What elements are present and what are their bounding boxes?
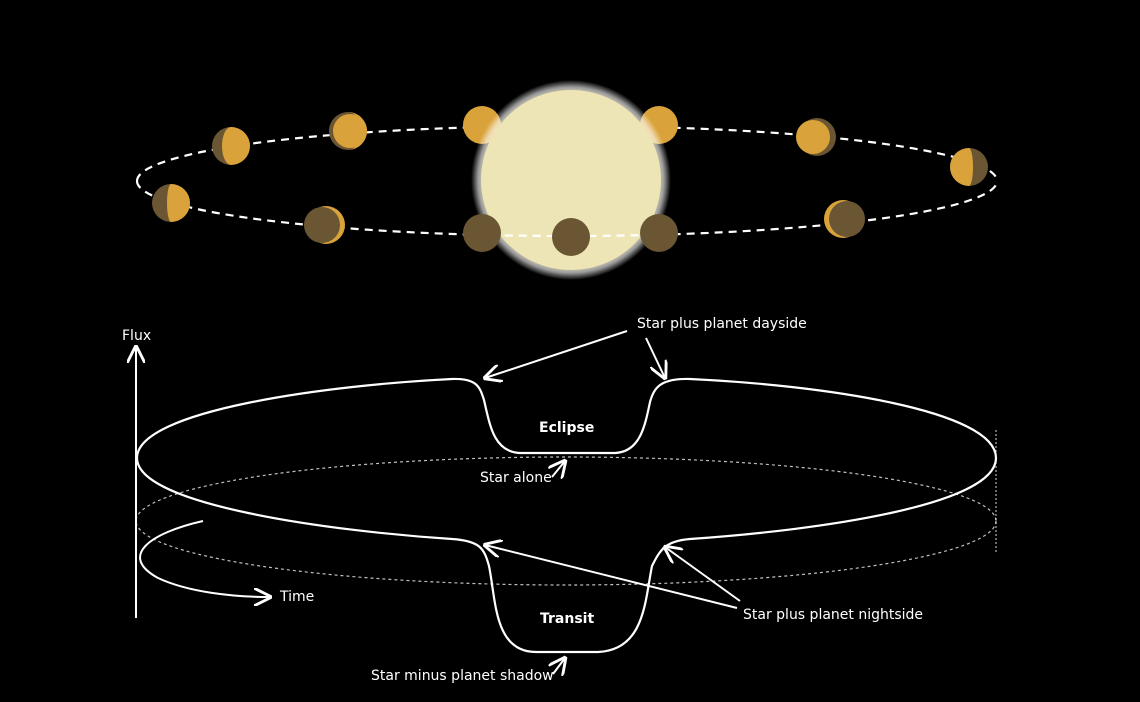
eclipse-label: Eclipse [539, 420, 594, 436]
phase-curve: Flux Time Eclipse Transit Star plus plan… [122, 316, 998, 684]
time-arrow [139, 520, 270, 597]
flux-curve [135, 377, 998, 654]
planet-phase-3 [796, 118, 836, 156]
dayside-arrow-left [485, 330, 628, 378]
planet-phase-4 [950, 148, 988, 186]
planet-phase-6 [304, 206, 345, 244]
star-alone-label: Star alone [480, 470, 552, 486]
planet-front-right [640, 214, 678, 252]
shadow-arrow [553, 658, 565, 674]
planet-front-left [463, 214, 501, 252]
dayside-arrow-right [645, 337, 665, 378]
flux-axis-label: Flux [122, 328, 151, 344]
star-minus-shadow-label: Star minus planet shadow [371, 668, 554, 684]
planet-phase-1 [212, 127, 250, 165]
nightside-arrow-right [665, 547, 741, 602]
star-alone-baseline [135, 456, 997, 586]
planet-phase-2 [329, 112, 367, 150]
nightside-arrow-left [485, 545, 738, 609]
star-plus-dayside-label: Star plus planet dayside [637, 316, 807, 332]
orbit-illustration [135, 80, 999, 280]
planet-phase-5 [152, 184, 190, 222]
star-alone-arrow [552, 461, 565, 477]
star-disk [481, 90, 661, 270]
planet-transit [552, 218, 590, 256]
time-axis-label: Time [279, 589, 314, 605]
planet-phase-7 [824, 200, 865, 238]
transit-label: Transit [540, 611, 594, 627]
star-plus-nightside-label: Star plus planet nightside [743, 607, 923, 623]
